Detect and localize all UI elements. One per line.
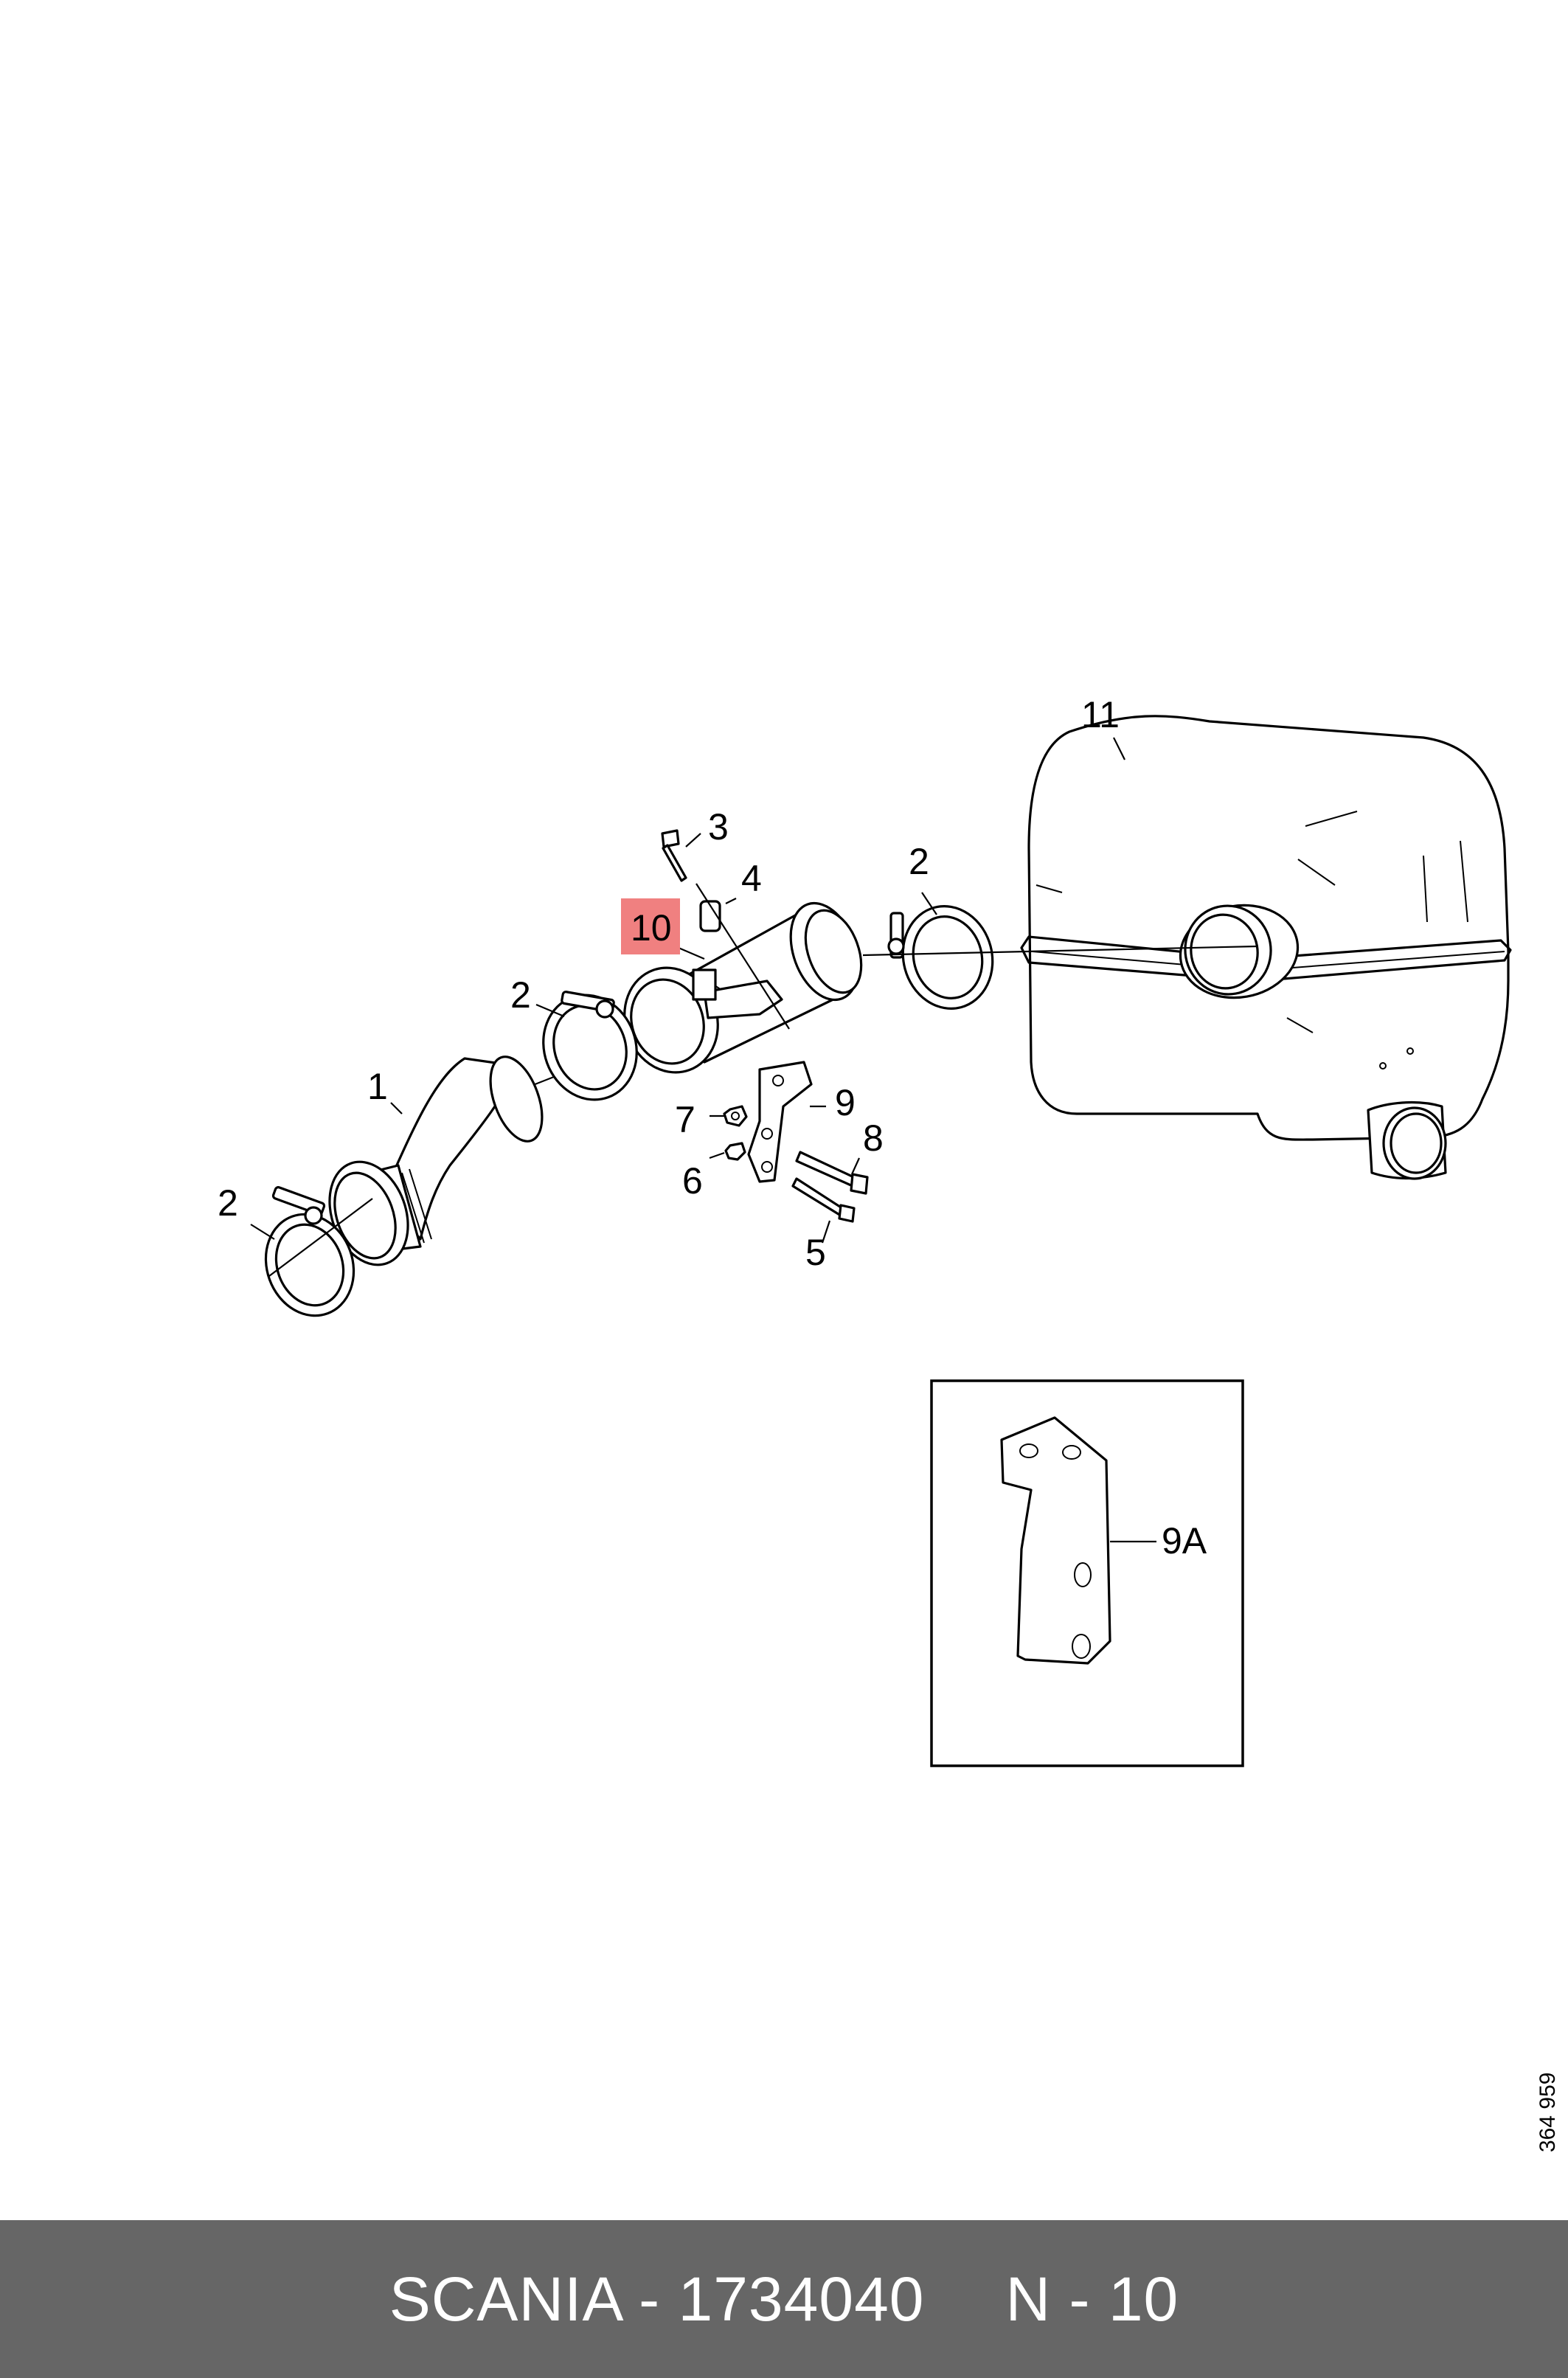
nut-part-6 (724, 1142, 746, 1161)
callout-10: 10 (631, 907, 672, 949)
flex-pipe-part-1 (328, 1055, 544, 1266)
callout-leaders (250, 737, 1125, 1244)
nut-part-7 (723, 1105, 748, 1127)
spacer-part-4 (695, 883, 790, 1030)
callout-6: 6 (682, 1160, 703, 1202)
callout-2-right: 2 (909, 841, 929, 882)
footer-brand-part: SCANIA - 1734040 (389, 2264, 925, 2334)
clamp-middle-part-2 (542, 991, 638, 1101)
callout-7: 7 (675, 1099, 695, 1140)
callout-9: 9 (835, 1082, 856, 1123)
callout-4: 4 (741, 858, 762, 899)
bolt-part-8 (795, 1151, 869, 1195)
callout-1: 1 (367, 1066, 388, 1107)
callout-10-highlight (621, 898, 680, 954)
footer-ref: N - 10 (1005, 2264, 1179, 2334)
clamp-lower-part-2 (264, 1186, 373, 1317)
callout-9a: 9A (1162, 1520, 1207, 1561)
bracket-part-9 (747, 1061, 813, 1183)
exploded-parts-diagram: 1 2 2 2 3 4 5 6 7 8 9 9A 11 10 (218, 694, 1512, 1767)
callout-2-lower: 2 (218, 1182, 238, 1224)
drawing-number: 364 959 (1536, 2072, 1560, 2152)
inset-detail-box (930, 1379, 1244, 1767)
bolt-part-3 (661, 829, 687, 882)
bolt-part-5 (791, 1177, 856, 1223)
callout-11: 11 (1081, 694, 1120, 735)
callout-8: 8 (863, 1117, 884, 1159)
clamp-right-part-2 (862, 905, 1258, 1010)
callout-3: 3 (708, 806, 729, 847)
footer-bar: SCANIA - 1734040 N - 10 (0, 2220, 1568, 2378)
silencer-box-part-11 (1020, 715, 1512, 1180)
callout-5: 5 (805, 1232, 826, 1273)
callout-2-middle: 2 (510, 974, 531, 1016)
